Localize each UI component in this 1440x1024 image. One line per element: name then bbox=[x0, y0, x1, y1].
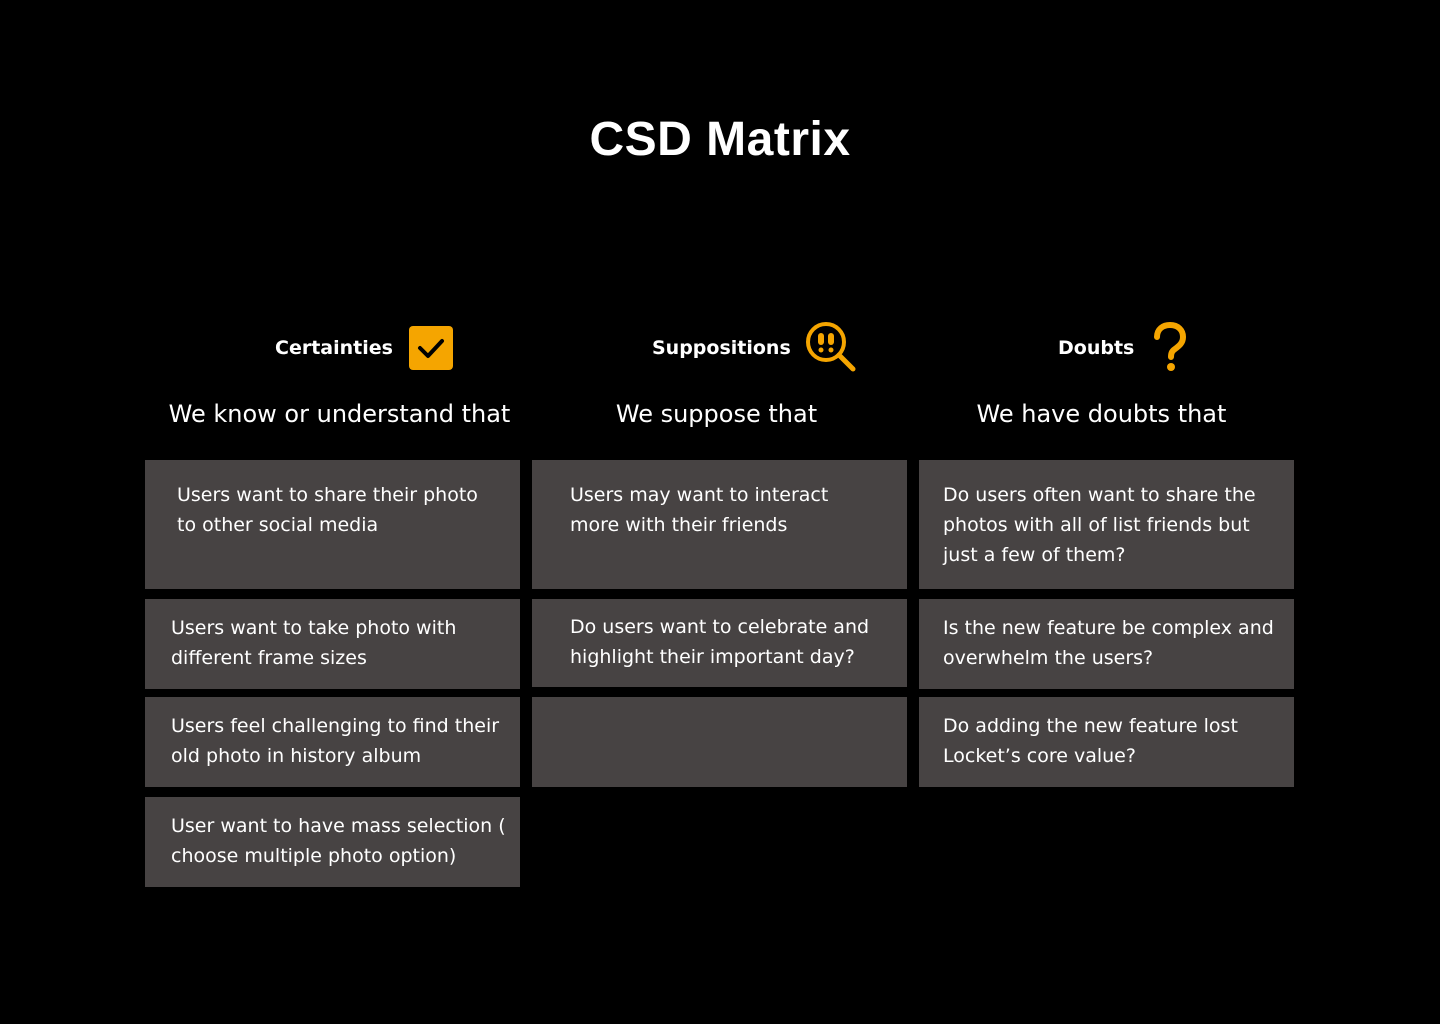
supposition-card: Users may want to interact more with the… bbox=[532, 460, 907, 589]
certainties-label: Certainties bbox=[275, 337, 393, 359]
certainty-card: Users want to take photo with different … bbox=[145, 599, 520, 689]
magnifier-face-icon bbox=[805, 321, 859, 375]
doubts-subtitle: We have doubts that bbox=[976, 400, 1227, 428]
suppositions-header: Suppositions bbox=[652, 322, 859, 374]
question-mark-icon bbox=[1152, 322, 1188, 374]
checkbox-check-icon bbox=[408, 326, 453, 370]
doubt-card: Do users often want to share the photos … bbox=[919, 460, 1294, 589]
certainty-card: Users feel challenging to find their old… bbox=[145, 697, 520, 787]
certainty-card: Users want to share their photo to other… bbox=[145, 460, 520, 589]
doubt-card: Is the new feature be complex and overwh… bbox=[919, 599, 1294, 689]
page-title: CSD Matrix bbox=[589, 113, 851, 166]
supposition-card bbox=[532, 697, 907, 787]
suppositions-label: Suppositions bbox=[652, 337, 791, 359]
doubts-label: Doubts bbox=[1058, 337, 1135, 359]
suppositions-subtitle: We suppose that bbox=[615, 400, 818, 428]
certainties-subtitle: We know or understand that bbox=[168, 400, 511, 428]
certainty-card: User want to have mass selection ( choos… bbox=[145, 797, 520, 887]
doubt-card: Do adding the new feature lost Locket’s … bbox=[919, 697, 1294, 787]
doubts-header: Doubts bbox=[1058, 322, 1188, 374]
supposition-card: Do users want to celebrate and highlight… bbox=[532, 599, 907, 687]
certainties-header: Certainties bbox=[275, 322, 453, 374]
